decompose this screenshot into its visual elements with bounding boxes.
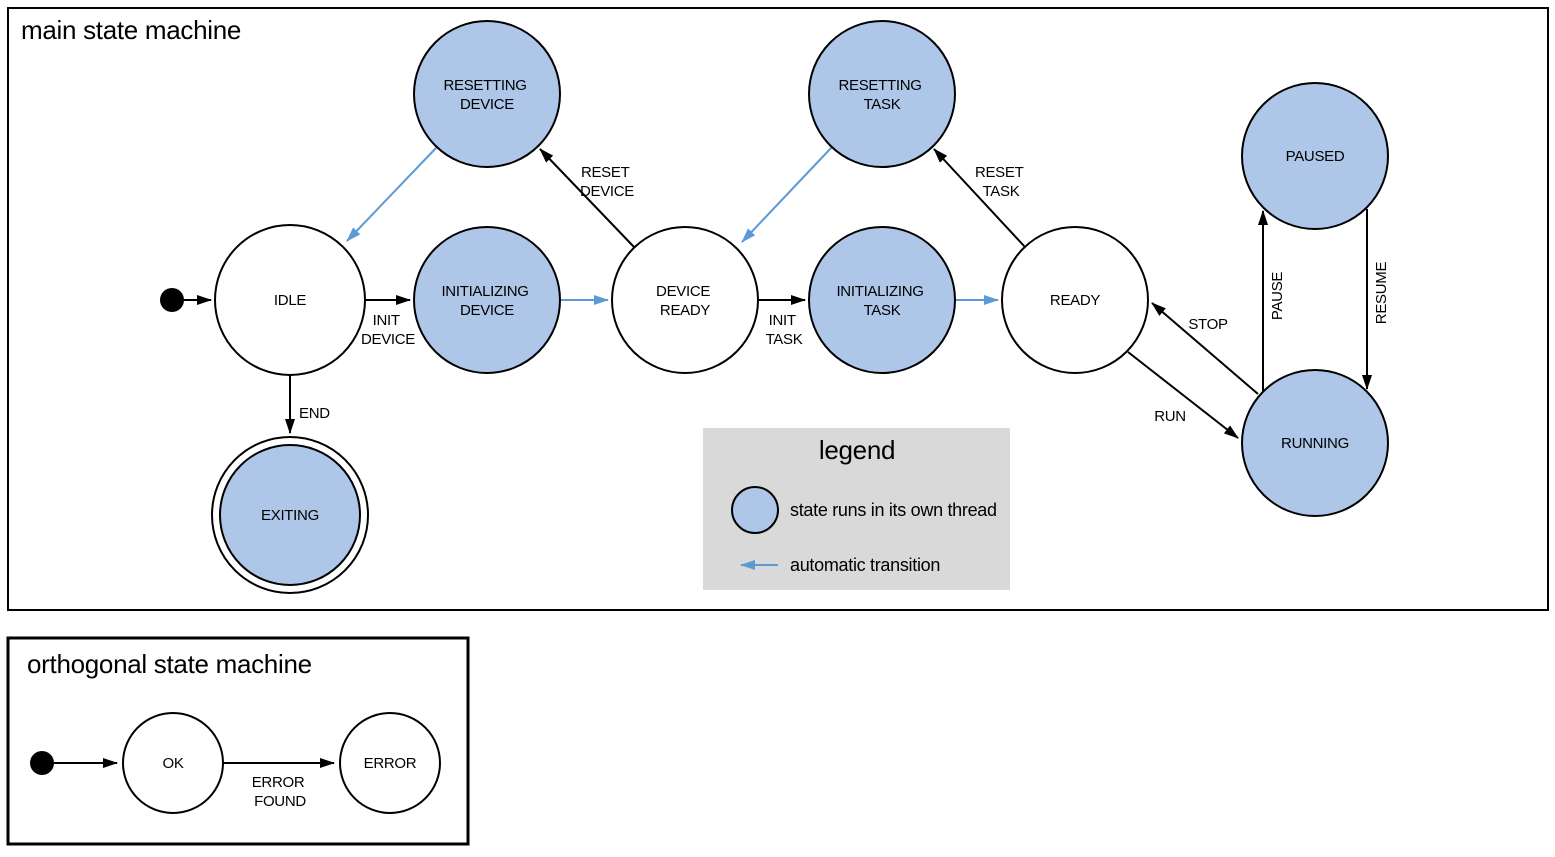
state-exiting-inner-circle [219,444,361,586]
transition-reset-task-arrow [933,148,1026,248]
state-idle-label: IDLE [274,292,306,309]
transition-stop-label: STOP [1188,316,1228,333]
orthogonal-state-machine-group: orthogonal state machine ERROR FOUND OK … [6,636,470,846]
state-idle-circle [214,224,366,376]
legend-automatic-transition-label: automatic transition [790,555,940,575]
state-initializing-task-label: INITIALIZING TASK [836,283,927,319]
transition-pause-label: PAUSE [1269,272,1286,321]
transition-run-label: RUN [1154,408,1186,425]
transition-stop-arrow [1151,302,1259,395]
state-ready-label: READY [1050,292,1100,309]
state-ok: OK [122,712,224,814]
transition-reset-device-label: RESET DEVICE [580,164,634,200]
legend-title: legend [819,435,895,465]
state-resetting-task: RESETTING TASK [808,20,956,168]
main-machine-title: main state machine [21,15,241,45]
legend-threaded-state-label: state runs in its own thread [790,500,997,520]
state-exiting-label: EXITING [261,507,319,524]
state-ready-circle [1001,226,1149,374]
state-idle: IDLE [214,224,366,376]
state-resetting-task-circle [808,20,956,168]
orthogonal-initial-state-dot [30,751,54,775]
main-state-machine-group: main state machine INIT DEVICE INIT TASK… [7,7,1549,611]
state-running-circle [1241,369,1389,517]
state-resetting-device-label: RESETTING DEVICE [443,77,530,113]
state-initializing-device-label: INITIALIZING DEVICE [441,283,532,319]
state-paused: PAUSED [1241,82,1389,230]
state-ok-label: OK [162,755,183,772]
state-paused-label: PAUSED [1286,148,1345,165]
transition-auto-resettask-to-deviceready-arrow [741,146,833,243]
state-resetting-device: RESETTING DEVICE [413,20,561,168]
transition-init-task-label: INIT TASK [766,312,803,348]
state-initializing-device: INITIALIZING DEVICE [413,226,561,374]
state-error: ERROR [339,712,441,814]
initial-state-dot [160,288,184,312]
transition-init-device-label: INIT DEVICE [361,312,415,348]
state-ok-circle [122,712,224,814]
transition-run-arrow [1127,351,1239,439]
state-resetting-device-circle [413,20,561,168]
state-initializing-device-circle [413,226,561,374]
state-running: RUNNING [1241,369,1389,517]
state-device-ready: DEVICE READY [611,226,759,374]
state-paused-circle [1241,82,1389,230]
transition-error-found-label: ERROR FOUND [252,774,309,810]
main-machine-frame [7,7,1549,611]
transition-auto-resetdevice-to-idle-arrow [346,146,438,242]
orthogonal-machine-title: orthogonal state machine [27,649,312,679]
state-exiting-final: EXITING [211,436,369,594]
transition-reset-task-label: RESET TASK [975,164,1027,200]
state-error-circle [339,712,441,814]
legend-threaded-state-swatch [731,486,779,534]
state-initializing-task-circle [808,226,956,374]
transition-reset-device-arrow [539,148,635,248]
state-resetting-task-label: RESETTING TASK [838,77,925,113]
state-running-label: RUNNING [1281,435,1349,452]
state-error-label: ERROR [364,755,417,772]
legend: legend state runs in its own thread auto… [703,428,1010,590]
transition-resume-label: RESUME [1373,262,1390,325]
state-device-ready-circle [611,226,759,374]
state-initializing-task: INITIALIZING TASK [808,226,956,374]
transition-end-label: END [299,405,330,422]
orthogonal-machine-frame [6,636,470,846]
state-ready: READY [1001,226,1149,374]
state-device-ready-label: DEVICE READY [656,283,714,319]
